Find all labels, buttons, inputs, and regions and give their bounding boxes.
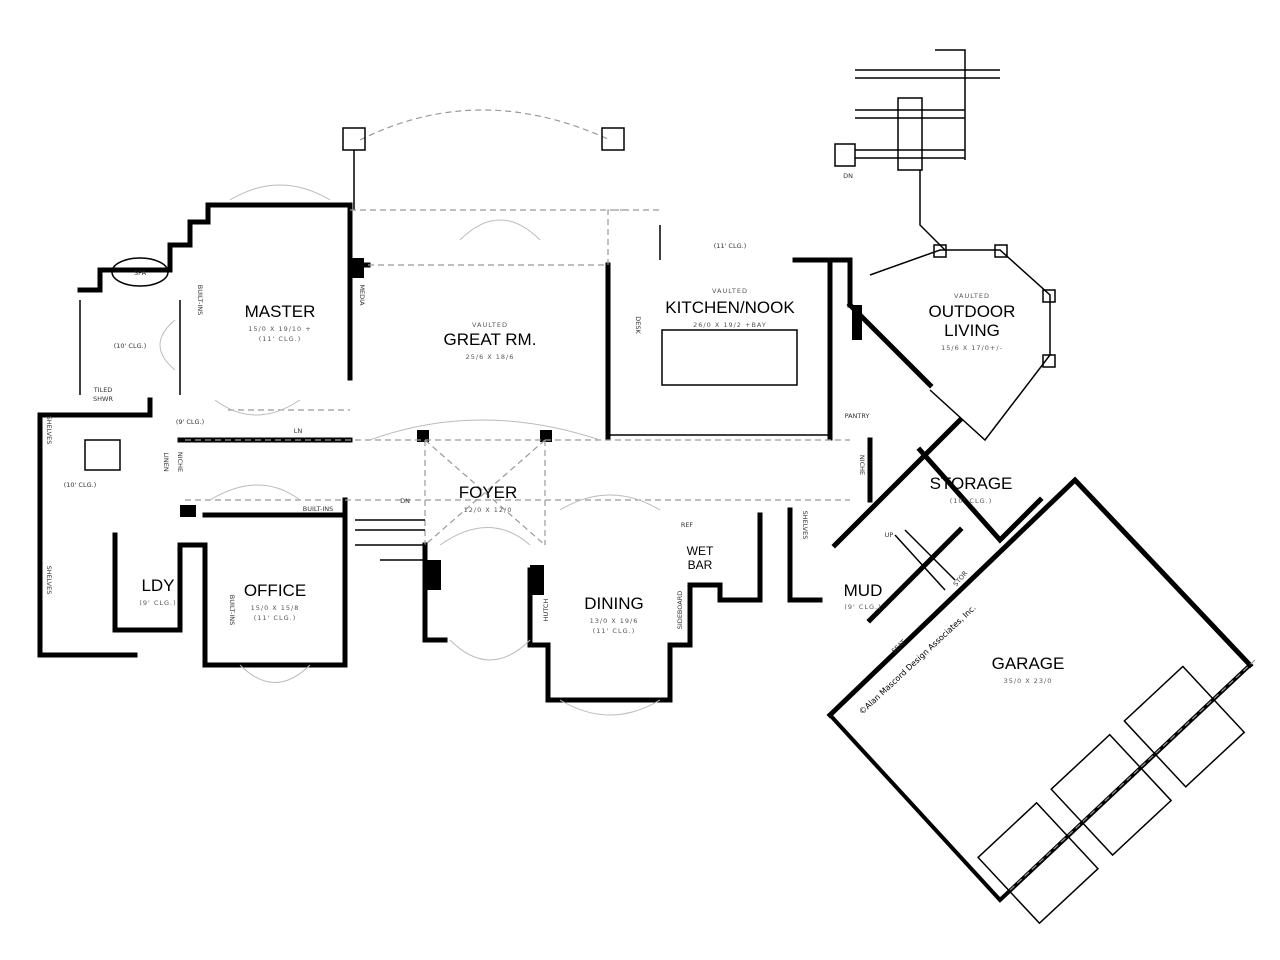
svg-text:VAULTED: VAULTED — [472, 321, 508, 329]
svg-text:(10' CLG.): (10' CLG.) — [64, 481, 96, 489]
outdoor-living-outline — [869, 249, 1051, 442]
svg-text:25/6 X 18/6: 25/6 X 18/6 — [466, 353, 515, 361]
planter-right — [601, 127, 625, 151]
deck-stairs — [834, 49, 1000, 251]
svg-text:SPA: SPA — [134, 269, 147, 277]
room-name: MUD — [844, 581, 883, 600]
svg-text:15/6 X 17/0+/-: 15/6 X 17/0+/- — [941, 344, 1003, 352]
svg-text:BUILT-INS: BUILT-INS — [228, 595, 236, 626]
room-kitchen: VAULTED KITCHEN/NOOK 26/0 X 19/2 +BAY — [665, 287, 795, 329]
svg-text:(11' CLG.): (11' CLG.) — [593, 627, 635, 635]
room-outdoor-living: VAULTED OUTDOOR LIVING 15/6 X 17/0+/- — [929, 292, 1016, 352]
svg-text:LINEN: LINEN — [162, 452, 170, 472]
svg-text:WET: WET — [687, 544, 714, 558]
room-laundry: LDY (9' CLG.) — [139, 576, 176, 607]
svg-text:UP: UP — [885, 531, 894, 539]
svg-text:(10' CLG.): (10' CLG.) — [950, 497, 992, 505]
room-name: GREAT RM. — [444, 330, 537, 349]
columns — [180, 258, 862, 595]
svg-text:13/0 X 19/6: 13/0 X 19/6 — [590, 617, 639, 625]
room-name: MASTER — [245, 302, 316, 321]
svg-text:NICHE: NICHE — [858, 455, 866, 475]
svg-text:12/0 X 12/0: 12/0 X 12/0 — [464, 506, 513, 514]
svg-text:(9' CLG.): (9' CLG.) — [176, 418, 204, 426]
svg-text:LN: LN — [294, 427, 303, 435]
svg-text:(9' CLG.): (9' CLG.) — [139, 599, 176, 607]
svg-text:BUILT-INS: BUILT-INS — [303, 505, 334, 513]
svg-text:(11' CLG.): (11' CLG.) — [714, 242, 746, 250]
svg-text:(9' CLG.): (9' CLG.) — [844, 603, 881, 611]
svg-text:VAULTED: VAULTED — [954, 292, 990, 300]
interior-lines — [79, 209, 956, 591]
room-name: DINING — [584, 594, 644, 613]
terrace-arc — [359, 109, 611, 141]
room-name: OFFICE — [244, 581, 306, 600]
svg-text:MEDIA: MEDIA — [358, 284, 366, 306]
svg-text:NICHE: NICHE — [176, 452, 184, 472]
door-swings — [159, 184, 661, 716]
exterior-walls — [37, 202, 1044, 703]
room-name: STORAGE — [930, 474, 1013, 493]
svg-text:(11' CLG.): (11' CLG.) — [254, 614, 296, 622]
svg-text:SIDEBOARD: SIDEBOARD — [676, 591, 684, 629]
svg-text:26/0 X 19/2 +BAY: 26/0 X 19/2 +BAY — [693, 321, 767, 329]
svg-text:SHELVES: SHELVES — [801, 511, 809, 540]
svg-text:PANTRY: PANTRY — [845, 412, 870, 420]
room-name: KITCHEN/NOOK — [665, 298, 795, 317]
copyright: ©Alan Mascord Design Associates, Inc. — [857, 603, 977, 716]
svg-text:DESK: DESK — [634, 316, 642, 334]
svg-text:HUTCH: HUTCH — [542, 599, 550, 622]
svg-text:REF: REF — [681, 521, 694, 529]
room-master: MASTER 15/0 X 19/10 + (11' CLG.) — [245, 302, 316, 343]
svg-text:SHELVES: SHELVES — [45, 416, 53, 445]
svg-text:35/0 X 23/0: 35/0 X 23/0 — [1004, 677, 1053, 685]
room-mud: MUD (9' CLG.) — [844, 581, 883, 611]
svg-text:DN: DN — [843, 172, 853, 180]
svg-text:BAR: BAR — [688, 558, 713, 572]
svg-text:SHWR: SHWR — [93, 395, 113, 403]
svg-text:BUILT-INS: BUILT-INS — [196, 285, 204, 316]
svg-text:TILED: TILED — [93, 386, 113, 394]
room-great-room: VAULTED GREAT RM. 25/6 X 18/6 — [444, 321, 537, 361]
room-name: LDY — [141, 576, 174, 595]
garage-walls — [826, 476, 1256, 925]
svg-text:15/0 X 19/10 +: 15/0 X 19/10 + — [248, 325, 311, 333]
room-dining: DINING 13/0 X 19/6 (11' CLG.) — [584, 594, 644, 635]
room-office: OFFICE 15/0 X 15/8 (11' CLG.) — [244, 581, 306, 622]
room-garage: GARAGE 35/0 X 23/0 — [992, 654, 1065, 685]
room-foyer: FOYER 12/0 X 12/0 — [459, 483, 518, 514]
svg-text:15/0 X 15/8: 15/0 X 15/8 — [251, 604, 300, 612]
room-name: OUTDOOR — [929, 302, 1016, 321]
svg-text:(10' CLG.): (10' CLG.) — [114, 342, 146, 350]
svg-text:(11' CLG.): (11' CLG.) — [259, 335, 301, 343]
svg-text:VAULTED: VAULTED — [712, 287, 748, 295]
room-name: GARAGE — [992, 654, 1065, 673]
svg-text:SHELVES: SHELVES — [45, 566, 53, 595]
room-name: FOYER — [459, 483, 518, 502]
outdoor-columns — [933, 244, 1056, 368]
room-storage: STORAGE (10' CLG.) — [930, 474, 1013, 505]
room-wet-bar: WET BAR — [687, 544, 714, 572]
svg-text:LIVING: LIVING — [944, 321, 1000, 340]
svg-text:DN: DN — [400, 497, 410, 505]
